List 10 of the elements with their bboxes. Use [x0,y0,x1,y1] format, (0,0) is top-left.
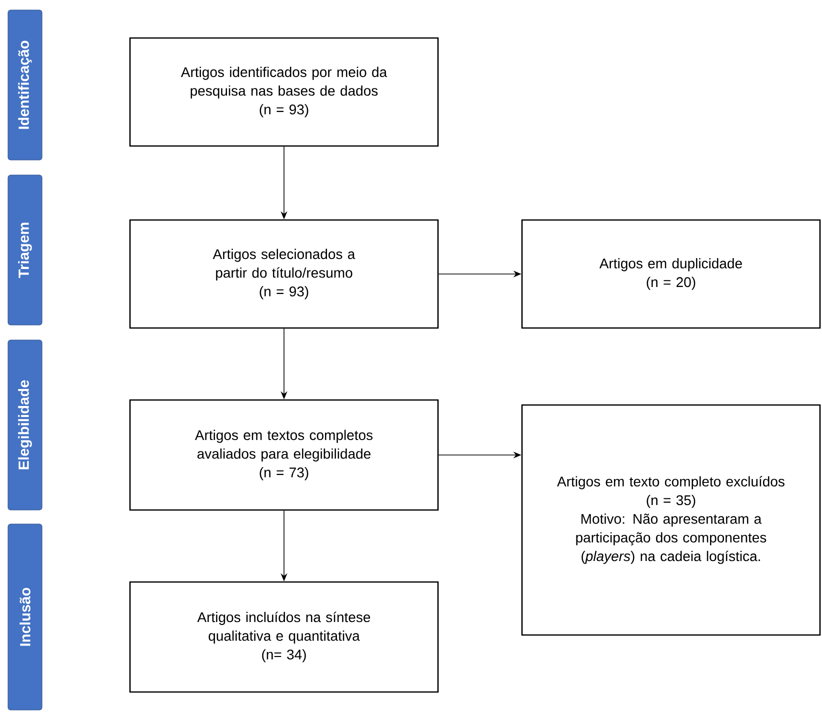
process-box: Artigos em textos completos avaliados para elegibilidade (n = 73) [129,399,439,511]
process-box: Artigos selecionados a partir do título/resumo (n = 93) [129,219,439,329]
process-box: Artigos em duplicidade (n = 20) [521,219,821,329]
stage-band: Triagem [8,174,42,326]
stage-band: Inclusão [8,524,42,710]
process-box: Artigos incluídos na síntese qualitativa e quantitativa (n= 34) [129,581,439,693]
stage-band: Elegibilidade [8,340,42,510]
process-box: Artigos em texto completo excluídos (n = 35) Motivo: Não apresentaram a participação dos componentes (players) na cadeia logística. [521,404,821,636]
process-box: Artigos identificados por meio da pesquisa nas bases de dados (n = 93) [129,37,439,147]
stage-band: Identificação [8,10,42,160]
